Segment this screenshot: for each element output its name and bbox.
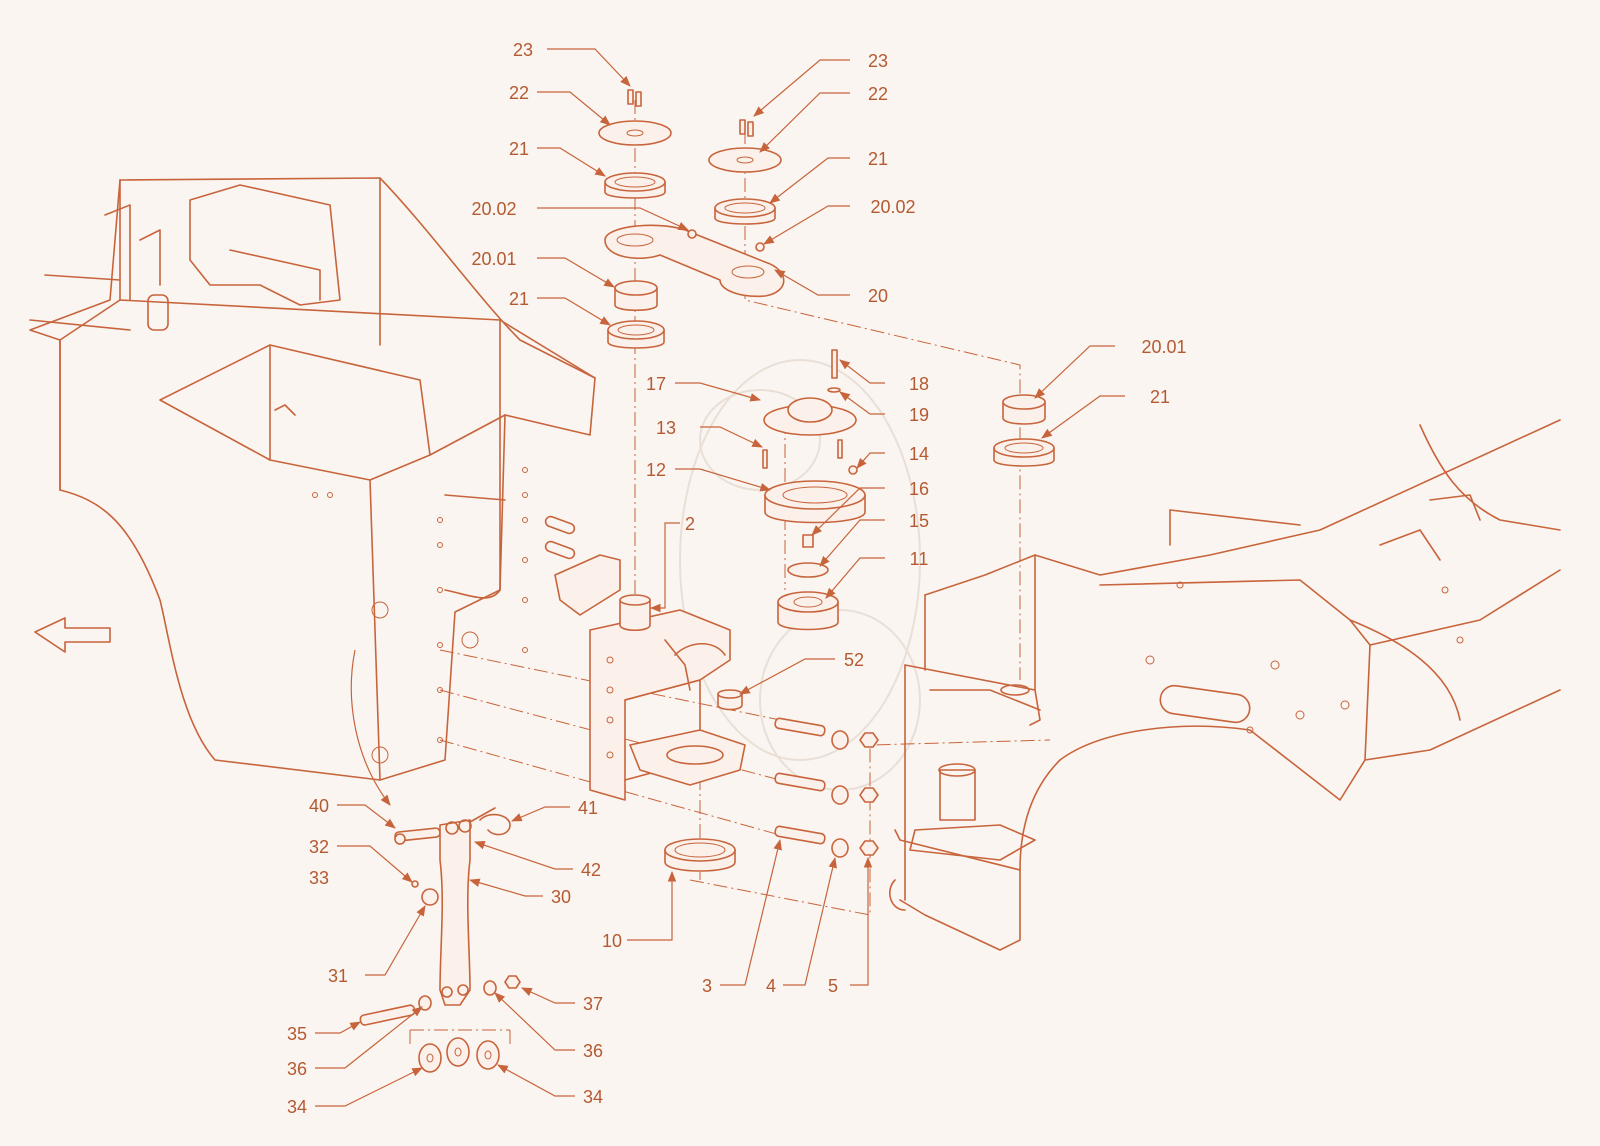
- callout-31: 31: [328, 966, 348, 986]
- callout-40: 40: [309, 796, 329, 816]
- callout-labels: 23 22 21 20.02 20.01 21 23 22 21 20.02 2…: [287, 40, 1187, 1117]
- callout-36: 36: [287, 1059, 307, 1079]
- callout-34: 34: [583, 1087, 603, 1107]
- callout-32: 32: [309, 837, 329, 857]
- callout-21: 21: [1150, 387, 1170, 407]
- callout-42: 42: [581, 860, 601, 880]
- callout-21: 21: [509, 289, 529, 309]
- callout-17: 17: [646, 374, 666, 394]
- callout-3: 3: [702, 976, 712, 996]
- callout-12: 12: [646, 460, 666, 480]
- part-52-bushing: [717, 689, 743, 711]
- top-left-stack: [598, 89, 785, 349]
- callout-22: 22: [868, 84, 888, 104]
- right-bearing-stack: [993, 394, 1055, 467]
- callout-23: 23: [868, 51, 888, 71]
- callout-34: 34: [287, 1097, 307, 1117]
- callout-11: 11: [910, 549, 929, 569]
- callout-5: 5: [828, 976, 838, 996]
- callout-18: 18: [909, 374, 929, 394]
- leader-lines: [315, 48, 1125, 1107]
- callout-20: 20: [868, 286, 888, 306]
- callout-22: 22: [509, 83, 529, 103]
- callout-52: 52: [844, 650, 864, 670]
- callout-30: 30: [551, 887, 571, 907]
- part-2-bushing: [619, 594, 651, 632]
- callout-16: 16: [909, 479, 929, 499]
- callout-19: 19: [909, 405, 929, 425]
- callout-15: 15: [909, 511, 929, 531]
- callout-10: 10: [602, 931, 622, 951]
- curved-arrow-icon: [350, 649, 391, 806]
- callout-4: 4: [766, 976, 776, 996]
- part-10-seal: [664, 838, 736, 872]
- callout-20-02: 20.02: [870, 197, 915, 217]
- direction-arrow-icon: [34, 617, 111, 653]
- link-arm-assembly: [359, 807, 521, 1073]
- rear-chassis-frame: [889, 419, 1561, 951]
- callout-37: 37: [583, 994, 603, 1014]
- callout-20-01: 20.01: [1141, 337, 1186, 357]
- top-right-stack: [687, 119, 782, 252]
- callout-14: 14: [909, 444, 929, 464]
- callout-23: 23: [513, 40, 533, 60]
- callout-36: 36: [583, 1041, 603, 1061]
- callout-41: 41: [578, 798, 598, 818]
- pivot-bracket: [554, 554, 746, 801]
- assembly-axis-lines: [409, 100, 1051, 1045]
- callout-2: 2: [685, 514, 695, 534]
- front-chassis-frame: [29, 177, 596, 781]
- callout-21: 21: [509, 139, 529, 159]
- callout-21: 21: [868, 149, 888, 169]
- callout-13: 13: [656, 418, 676, 438]
- callout-20-02: 20.02: [471, 199, 516, 219]
- callout-33: 33: [309, 868, 329, 888]
- callout-20-01: 20.01: [471, 249, 516, 269]
- pins-washers-nuts: [774, 717, 879, 858]
- callout-35: 35: [287, 1024, 307, 1044]
- center-stack: [762, 349, 866, 631]
